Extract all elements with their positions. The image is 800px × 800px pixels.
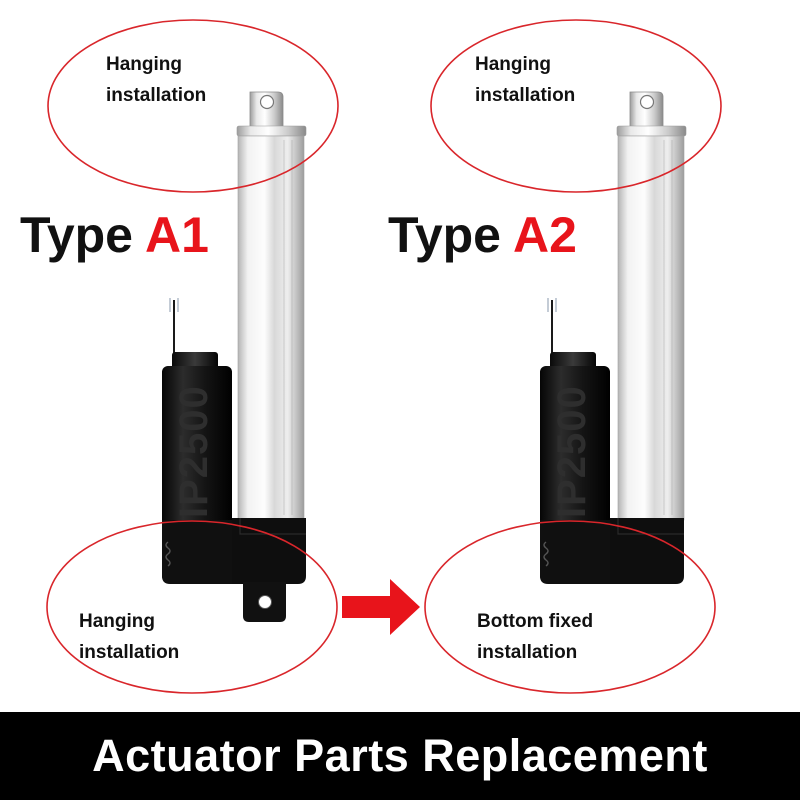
label-line-2: installation (79, 642, 180, 663)
type-code: A1 (145, 207, 209, 263)
ellipse-a2-bottom (424, 520, 716, 694)
label-line-1: Hanging (475, 54, 551, 75)
label-line-2: installation (475, 85, 576, 106)
right-arrow-icon (342, 579, 420, 635)
type-word: Type (388, 207, 501, 263)
body-text: IP2500 (550, 385, 594, 518)
footer-banner: Actuator Parts Replacement (0, 712, 800, 800)
top-clevis (249, 91, 284, 129)
type-a1-title: Type A1 (20, 207, 209, 263)
label-line-1: Hanging (79, 611, 155, 632)
aluminum-tube (237, 135, 305, 521)
actuator-a1: IP2500 (162, 91, 307, 622)
body-text: IP2500 (172, 385, 216, 518)
label-a2-top: Hanging installation (475, 49, 575, 111)
footer-text: Actuator Parts Replacement (92, 730, 708, 781)
label-line-1: Bottom fixed (477, 611, 594, 632)
actuator-a2: IP2500 (540, 91, 687, 584)
aluminum-tube (617, 135, 685, 521)
label-line-2: installation (477, 642, 578, 663)
label-line-2: installation (106, 85, 207, 106)
label-a2-bottom: Bottom fixed installation (477, 606, 593, 668)
label-a1-bottom: Hanging installation (79, 606, 179, 668)
ellipse-a1-top (47, 19, 339, 193)
gearbox (610, 518, 684, 584)
type-a2-title: Type A2 (388, 207, 577, 263)
label-line-1: Hanging (106, 54, 182, 75)
type-code: A2 (513, 207, 577, 263)
ellipse-a2-top (430, 19, 722, 193)
top-clevis (629, 91, 664, 129)
ellipse-a1-bottom (46, 520, 338, 694)
gearbox (232, 518, 306, 584)
label-a1-top: Hanging installation (106, 49, 206, 111)
type-word: Type (20, 207, 133, 263)
